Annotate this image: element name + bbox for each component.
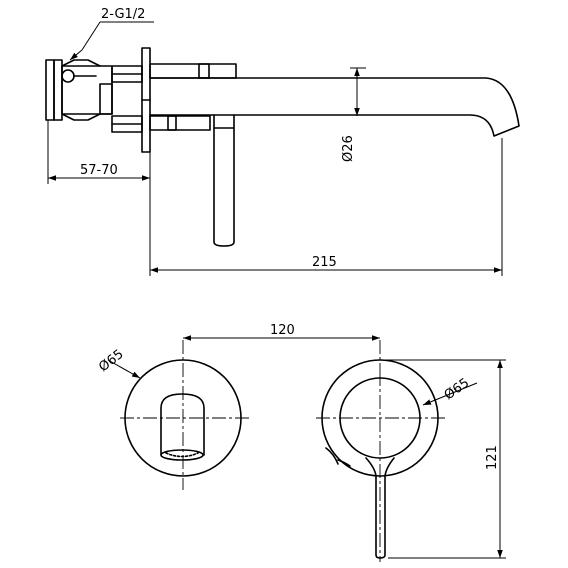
front-view: 120 Ø65 Ø65 121 — [96, 323, 506, 562]
spout-diameter-label: Ø26 — [341, 135, 356, 162]
centers-dimension: 120 — [183, 323, 380, 341]
thread-dimension: 2-G1/2 — [69, 7, 154, 61]
centers-label: 120 — [270, 323, 295, 338]
plate-diameter-left-label: Ø65 — [96, 347, 126, 375]
mixer-plate-front — [316, 359, 446, 562]
concealed-valve-body — [45, 59, 143, 133]
spout-length-label: 215 — [312, 255, 337, 270]
thread-label: 2-G1/2 — [101, 7, 145, 22]
plate-diameter-right-label: Ø65 — [442, 376, 473, 404]
side-elevation-view: 2-G1/2 57-70 Ø26 215 — [45, 7, 520, 276]
wall-depth-dimension: 57-70 — [47, 120, 151, 184]
spout-length-dimension: 215 — [149, 138, 503, 276]
spout-diameter-dimension: Ø26 — [341, 67, 366, 162]
plate-diameter-left-dimension: Ø65 — [96, 347, 141, 379]
wall-depth-label: 57-70 — [80, 163, 118, 178]
height-dimension: 121 — [384, 359, 506, 559]
spout — [149, 77, 520, 137]
handle — [213, 114, 235, 247]
height-label: 121 — [485, 445, 500, 470]
